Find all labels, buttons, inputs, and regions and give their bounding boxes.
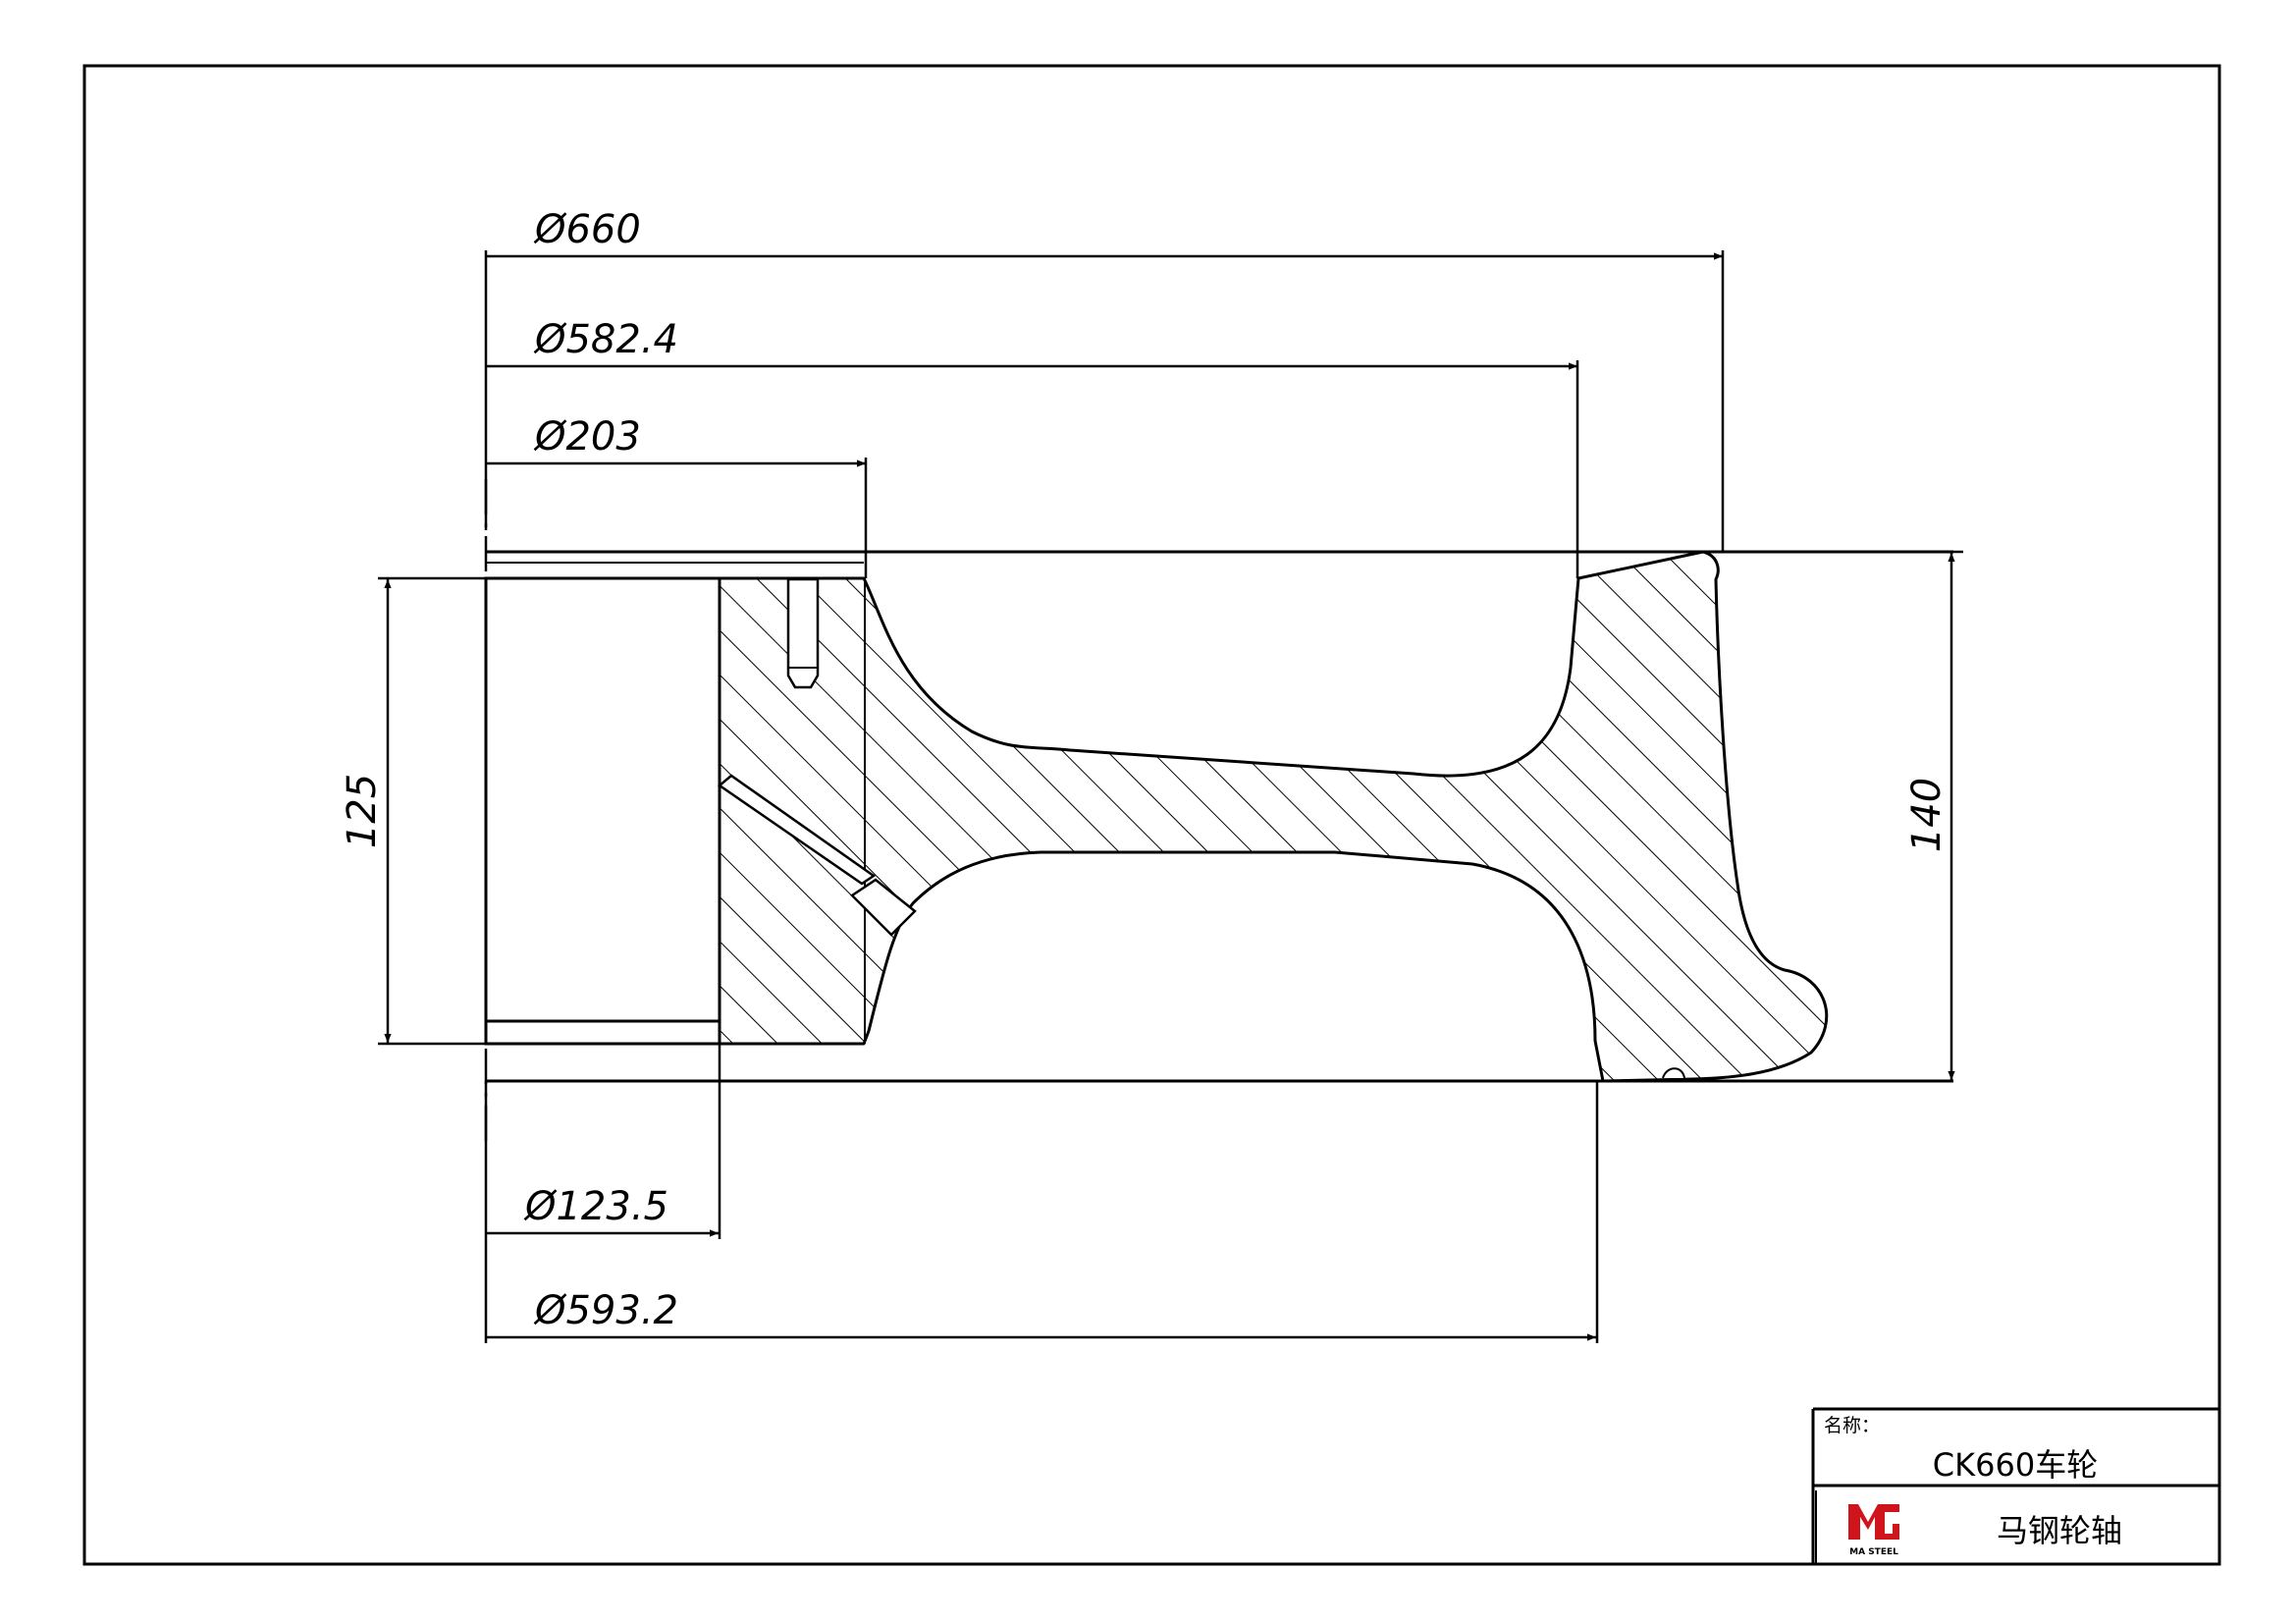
masteel-logo-text: MA STEEL	[1849, 1547, 1898, 1557]
company-name: 马钢轮轴	[1997, 1512, 2122, 1549]
dim-203-text: Ø203	[533, 414, 641, 460]
dim-582-text: Ø582.4	[533, 317, 678, 362]
threaded-hole	[786, 577, 820, 689]
dimension-labels: Ø660 Ø582.4 Ø203 125 140 Ø123.5 Ø593.2	[340, 207, 1949, 1333]
masteel-logo: MA STEEL	[1848, 1504, 1899, 1557]
dimension-lines	[378, 250, 1963, 1343]
title-block	[1811, 1407, 2219, 1564]
oil-channel	[717, 774, 877, 886]
masteel-logo-mark	[1848, 1504, 1899, 1540]
flange-notch	[1662, 1067, 1685, 1079]
name-label: 名称：	[1824, 1415, 1880, 1436]
axle-bore	[484, 576, 721, 1046]
oil-plug	[850, 878, 917, 937]
drawing-frame	[82, 64, 2221, 1566]
dim-123-text: Ø123.5	[523, 1184, 668, 1229]
dim-140-text: 140	[1904, 778, 1949, 852]
wheel-section	[484, 550, 1829, 1083]
dim-125-text: 125	[340, 774, 385, 848]
wheel-section-profile	[718, 550, 1829, 1083]
dim-593-text: Ø593.2	[533, 1288, 678, 1333]
part-name: CK660车轮	[1933, 1446, 2098, 1484]
reference-lines	[484, 479, 1953, 1144]
dim-660-text: Ø660	[533, 207, 641, 252]
